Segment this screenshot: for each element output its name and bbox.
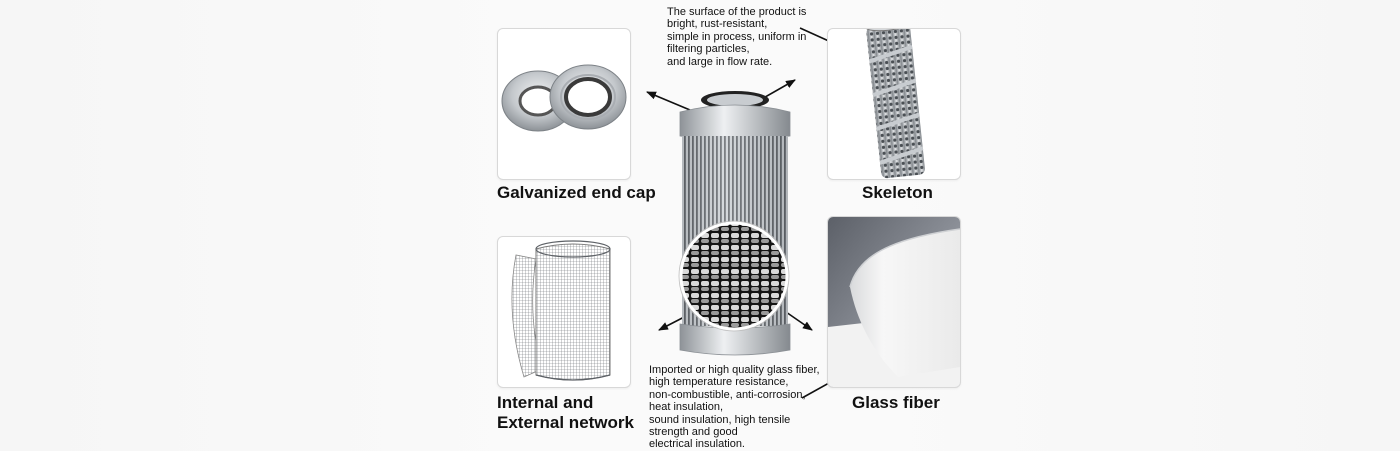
perforated-tube-icon — [865, 29, 925, 179]
glass-note-line: sound insulation, high tensile — [649, 413, 791, 426]
end-cap-label: Galvanized end cap — [497, 183, 656, 202]
fiber-sheet-icon — [828, 217, 960, 387]
glass-fiber-panel — [827, 216, 961, 388]
surface-note-line: simple in process, uniform in — [667, 30, 807, 43]
glass-fiber-label: Glass fiber — [852, 393, 940, 412]
surface-note-line: filtering particles, — [667, 43, 750, 56]
glass-note-line: electrical insulation. — [649, 438, 745, 451]
glass-fiber-note: Imported or high quality glass fiber, hi… — [649, 364, 820, 451]
glass-note-line: heat insulation, — [649, 401, 723, 414]
surface-note-line: The surface of the product is — [667, 6, 807, 18]
network-label-line1: Internal and — [497, 393, 594, 412]
network-label-line2: External network — [497, 413, 634, 432]
glass-note-line: non-combustible, anti-corrosion, — [649, 388, 806, 401]
glass-note-line: Imported or high quality glass fiber, — [649, 364, 820, 376]
glass-note-line: high temperature resistance, — [649, 376, 789, 389]
skeleton-panel — [827, 28, 961, 180]
wire-mesh-icon — [511, 240, 611, 381]
glass-note-line: strength and good — [649, 426, 738, 439]
surface-note-line: and large in flow rate. — [667, 55, 773, 68]
filter-cartridge-icon — [678, 91, 791, 356]
washer-ring-icon — [501, 64, 627, 132]
surface-note-line: bright, rust-resistant, — [667, 18, 768, 31]
end-cap-panel — [497, 28, 631, 180]
network-panel — [497, 236, 631, 388]
skeleton-label: Skeleton — [862, 183, 933, 202]
surface-note: The surface of the product is bright, ru… — [667, 6, 806, 68]
